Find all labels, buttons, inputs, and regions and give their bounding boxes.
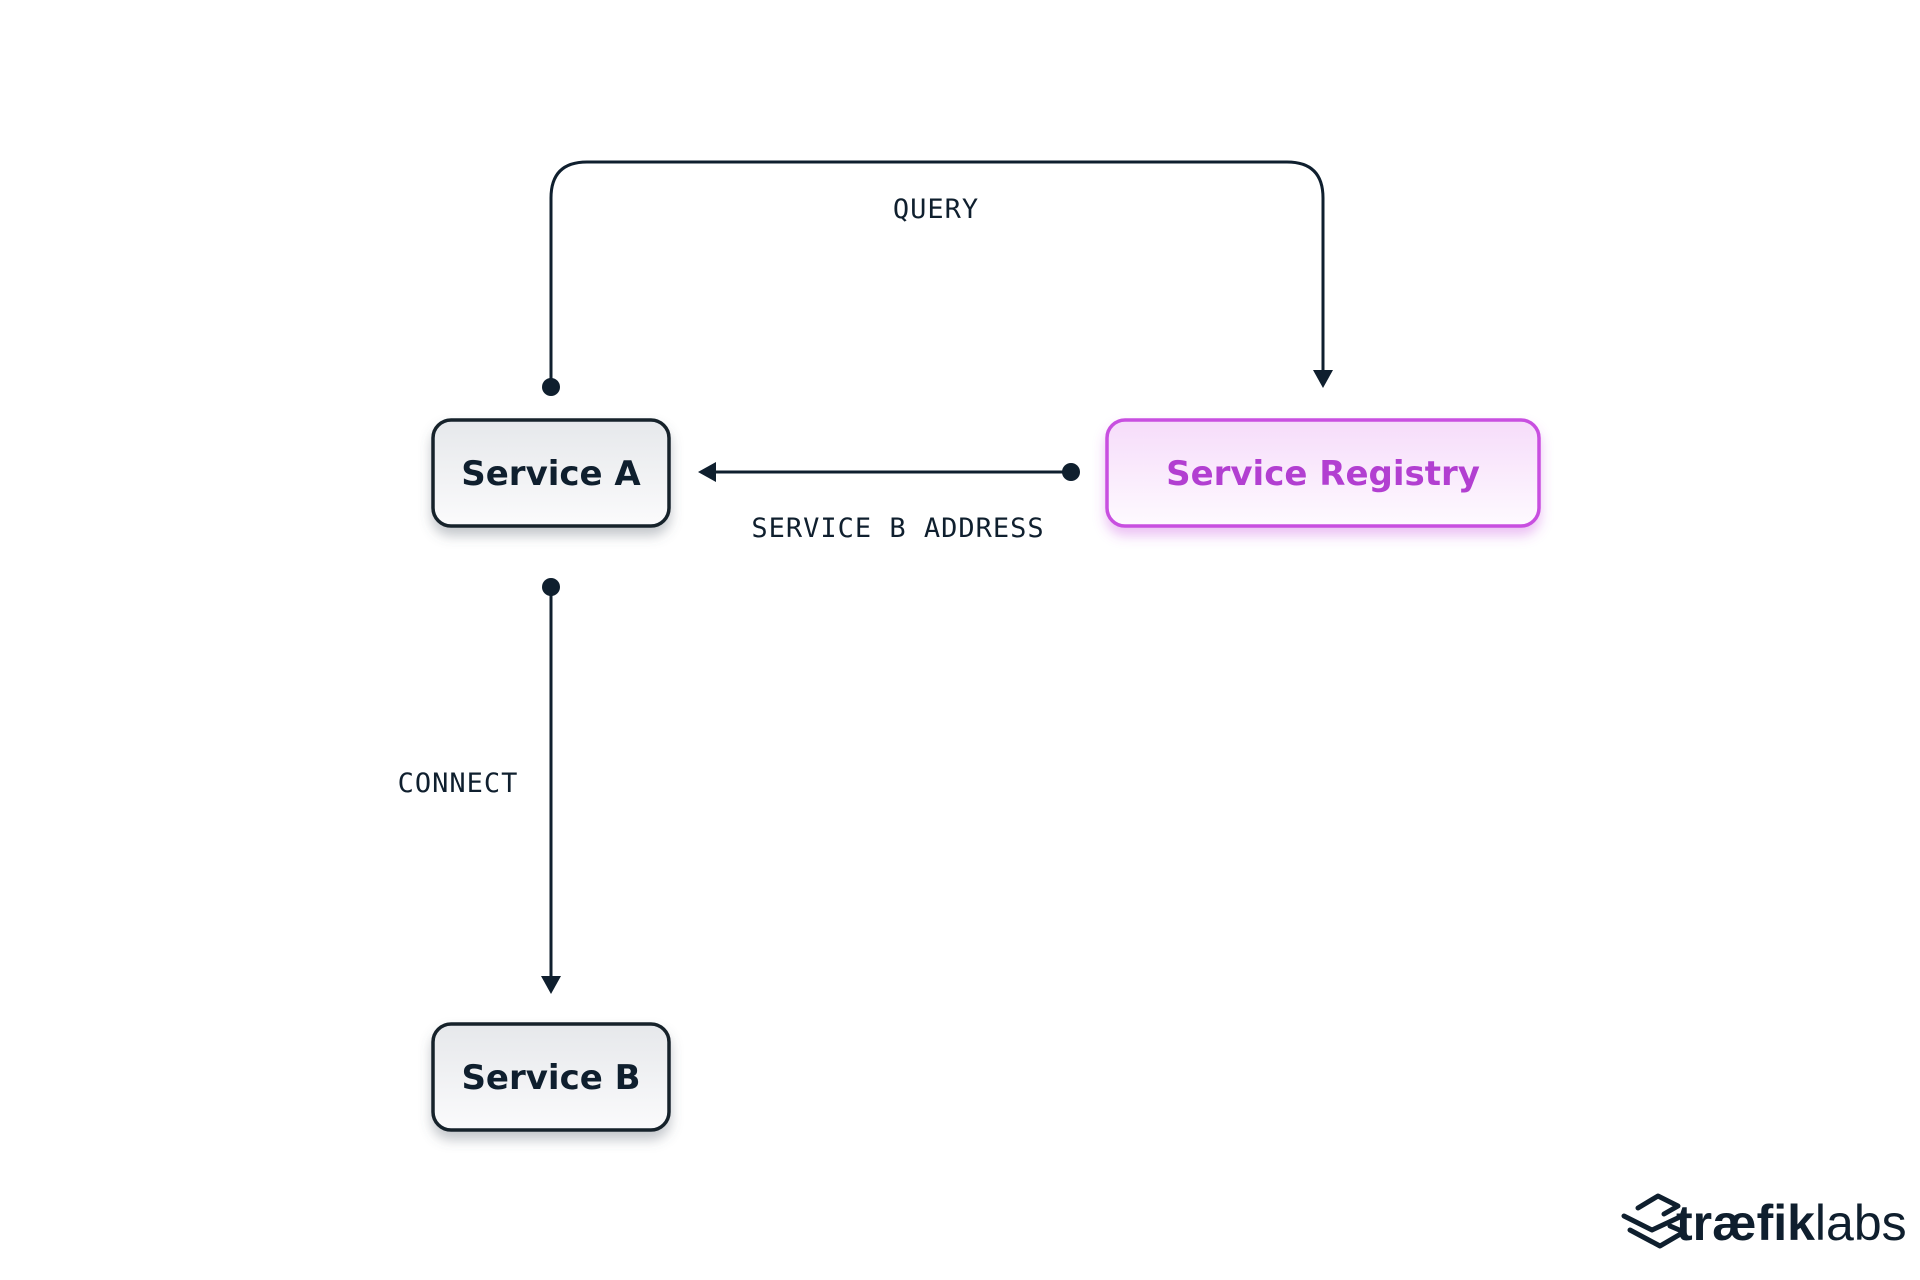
address-edge: SERVICE B ADDRESS [698,462,1080,544]
query-label: QUERY [893,194,979,225]
logo-word-primary: træfik [1676,1195,1815,1251]
connect-arrowhead [541,976,561,994]
service-b-box [431,1022,671,1132]
service-registry-box [1105,418,1541,528]
query-connector [549,160,1325,386]
query-edge: QUERY [542,160,1333,396]
service-a-node: Service A [431,418,671,528]
query-start-dot [542,378,560,396]
logo-word-secondary: labs [1815,1195,1907,1251]
svg-text:træfiklabs: træfiklabs [1676,1195,1907,1251]
traefik-logo-icon [1621,1193,1687,1249]
traefiklabs-logo: træfiklabs [1621,1193,1907,1251]
connect-edge: CONNECT [398,578,561,994]
connect-label: CONNECT [398,768,519,799]
address-label: SERVICE B ADDRESS [751,513,1044,544]
address-start-dot [1062,463,1080,481]
connect-start-dot [542,578,560,596]
address-arrowhead [698,462,716,482]
service-b-label: Service B [461,1058,640,1098]
service-registry-label: Service Registry [1166,454,1480,494]
service-a-box [431,418,671,528]
service-a-label: Service A [461,454,641,494]
service-b-node: Service B [431,1022,671,1132]
service-registry-node: Service Registry [1105,418,1541,528]
query-arrowhead [1313,370,1333,388]
